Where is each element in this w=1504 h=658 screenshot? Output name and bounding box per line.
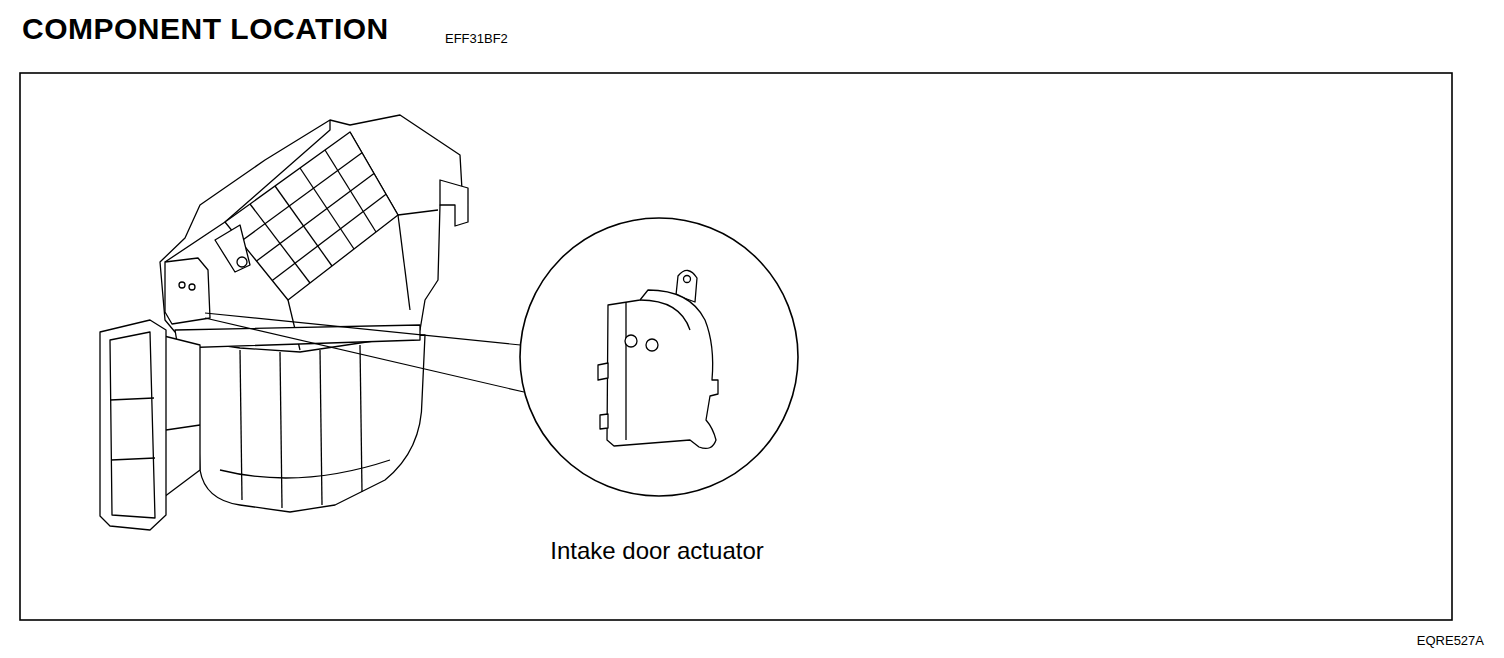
part-name: Intake door actuator: [550, 537, 763, 565]
figure-code: EQRE527A: [1417, 633, 1484, 648]
actuator-detail: [598, 270, 718, 448]
frame: [20, 73, 1452, 620]
page-title: COMPONENT LOCATION: [22, 12, 389, 46]
magnifier-circle: [520, 218, 798, 496]
leader-line: [205, 318, 524, 392]
hvac-unit: [100, 115, 468, 530]
section-code: EFF31BF2: [445, 31, 508, 46]
